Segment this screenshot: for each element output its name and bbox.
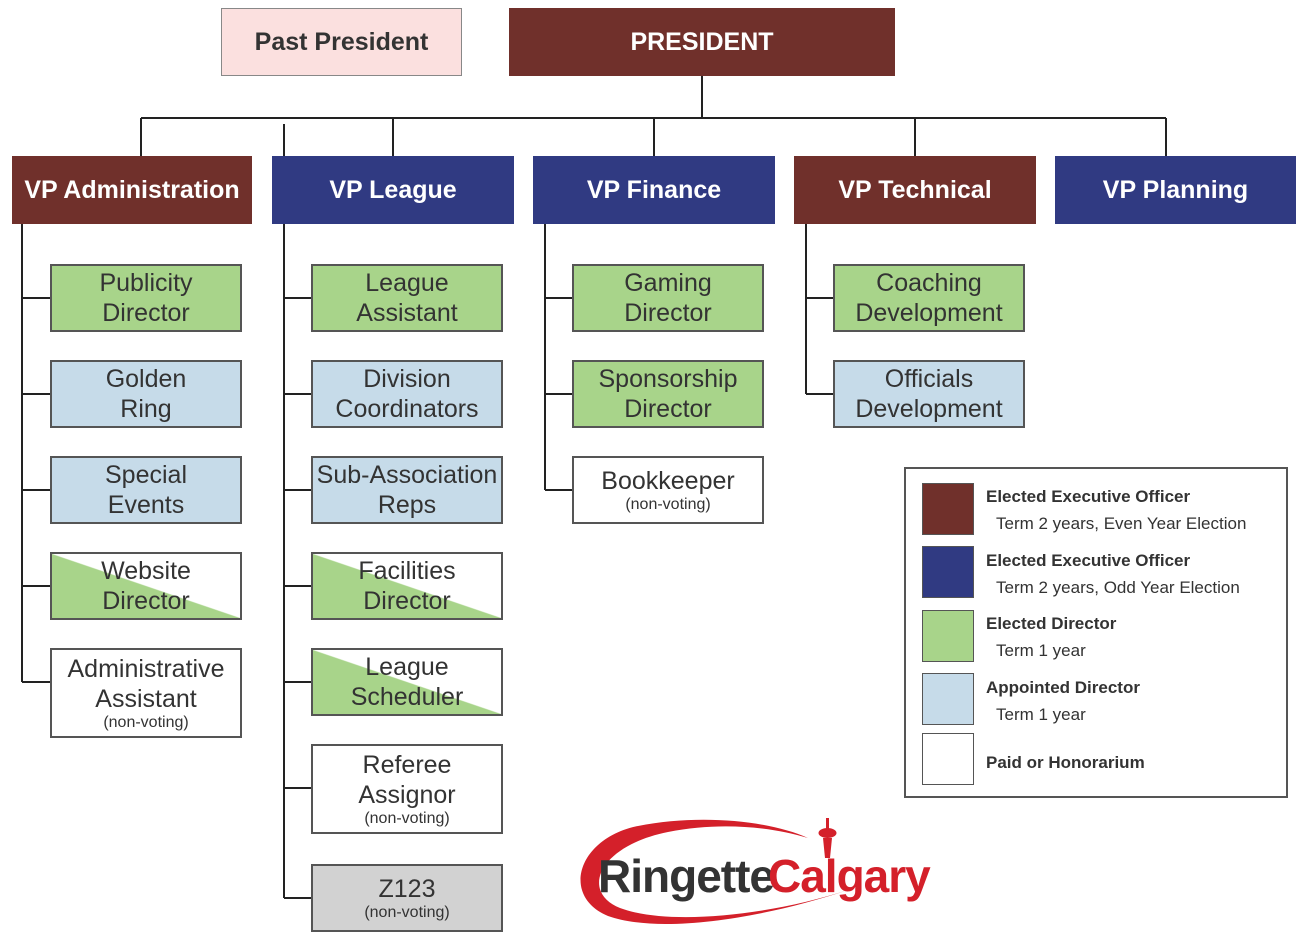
- past-president-label: Past President: [254, 27, 429, 56]
- legend-title-even-exec: Elected Executive Officer: [986, 487, 1191, 506]
- special-events-box: Special Events: [50, 456, 242, 524]
- publicity-director-label: Publicity Director: [99, 269, 193, 327]
- officials-development-box: Officials Development: [833, 360, 1025, 428]
- coaching-development-label: Coaching Development: [855, 269, 1003, 327]
- administrative-assistant-label: Administrative Assistant: [67, 655, 225, 713]
- special-events-label: Special Events: [105, 461, 187, 519]
- president-label: PRESIDENT: [630, 27, 774, 56]
- division-coordinators-label: Division Coordinators: [335, 365, 479, 423]
- vp-planning-label: VP Planning: [1102, 175, 1249, 204]
- legend-title-paid: Paid or Honorarium: [986, 753, 1145, 772]
- sponsorship-director-box: Sponsorship Director: [572, 360, 764, 428]
- league-assistant-box: League Assistant: [311, 264, 503, 332]
- vp-finance-box: VP Finance: [533, 156, 775, 224]
- vp-finance-label: VP Finance: [586, 175, 722, 204]
- past-president-box: Past President: [221, 8, 462, 76]
- facilities-director-label: Facilities Director: [358, 557, 456, 615]
- administrative-assistant-box: Administrative Assistant (non-voting): [50, 648, 242, 738]
- vp-administration-label: VP Administration: [24, 175, 240, 204]
- administrative-assistant-note: (non-voting): [103, 714, 189, 731]
- legend-sub-appointed-director: Term 1 year: [996, 705, 1086, 724]
- logo-text-calgary: Calgary: [768, 850, 931, 902]
- legend-sub-elected-director: Term 1 year: [996, 641, 1086, 660]
- vp-administration-box: VP Administration: [12, 156, 252, 224]
- referee-assignor-label: Referee Assignor: [358, 751, 456, 809]
- legend-title-appointed-director: Appointed Director: [986, 678, 1140, 697]
- bookkeeper-note: (non-voting): [625, 496, 711, 513]
- website-director-label: Website Director: [101, 557, 191, 615]
- sub-association-reps-label: Sub-Association Reps: [316, 461, 498, 519]
- calgary-tower-icon: [818, 818, 837, 858]
- gaming-director-box: Gaming Director: [572, 264, 764, 332]
- vp-league-label: VP League: [329, 175, 457, 204]
- division-coordinators-box: Division Coordinators: [311, 360, 503, 428]
- vp-league-box: VP League: [272, 156, 514, 224]
- facilities-director-box: Facilities Director: [311, 552, 503, 620]
- golden-ring-box: Golden Ring: [50, 360, 242, 428]
- sponsorship-director-label: Sponsorship Director: [598, 365, 738, 423]
- league-scheduler-label: League Scheduler: [350, 653, 464, 711]
- logo-swoosh: [580, 819, 848, 924]
- bookkeeper-box: Bookkeeper (non-voting): [572, 456, 764, 524]
- coaching-development-box: Coaching Development: [833, 264, 1025, 332]
- legend-swatch-even-exec: [922, 483, 974, 535]
- legend-sub-even-exec: Term 2 years, Even Year Election: [996, 514, 1247, 533]
- legend-swatch-paid: [922, 733, 974, 785]
- legend-swatch-odd-exec: [922, 546, 974, 598]
- legend-swatch-appointed-director: [922, 673, 974, 725]
- logo-text-ringette: Ringette: [598, 850, 774, 902]
- website-director-box: Website Director: [50, 552, 242, 620]
- legend-title-odd-exec: Elected Executive Officer: [986, 551, 1191, 570]
- ringette-calgary-logo: Ringette Calgary: [580, 818, 932, 924]
- z123-box: Z123 (non-voting): [311, 864, 503, 932]
- z123-note: (non-voting): [364, 904, 450, 921]
- referee-assignor-note: (non-voting): [364, 810, 450, 827]
- golden-ring-label: Golden Ring: [105, 365, 187, 423]
- publicity-director-box: Publicity Director: [50, 264, 242, 332]
- sub-association-reps-box: Sub-Association Reps: [311, 456, 503, 524]
- legend: Elected Executive Officer Term 2 years, …: [904, 467, 1288, 798]
- bookkeeper-label: Bookkeeper: [601, 467, 735, 495]
- z123-label: Z123: [378, 875, 436, 903]
- legend-title-elected-director: Elected Director: [986, 614, 1117, 633]
- officials-development-label: Officials Development: [855, 365, 1003, 423]
- vp-technical-box: VP Technical: [794, 156, 1036, 224]
- league-assistant-label: League Assistant: [356, 269, 458, 327]
- legend-swatch-elected-director: [922, 610, 974, 662]
- president-box: PRESIDENT: [509, 8, 895, 76]
- vp-planning-box: VP Planning: [1055, 156, 1296, 224]
- legend-sub-odd-exec: Term 2 years, Odd Year Election: [996, 578, 1240, 597]
- referee-assignor-box: Referee Assignor (non-voting): [311, 744, 503, 834]
- vp-technical-label: VP Technical: [838, 175, 992, 204]
- gaming-director-label: Gaming Director: [624, 269, 712, 327]
- league-scheduler-box: League Scheduler: [311, 648, 503, 716]
